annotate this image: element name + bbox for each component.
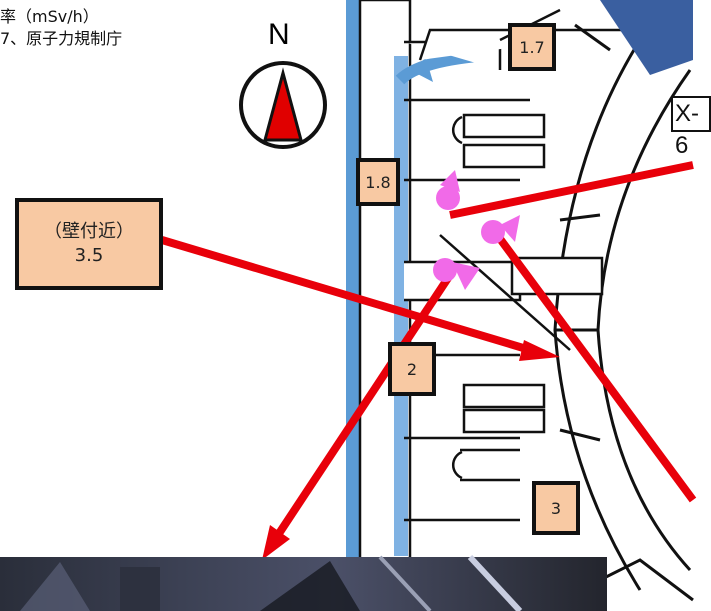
wall-value: 3.5: [74, 245, 104, 266]
direction-label: X-6: [671, 96, 711, 159]
compass-north-label: N: [268, 18, 290, 51]
caption-line-2: 7、原子力規制庁: [0, 29, 123, 48]
caption-line-1: 率（mSv/h）: [0, 7, 99, 26]
measurement-markers: [433, 170, 520, 290]
compass-icon: [239, 61, 327, 149]
vessel-wall: [553, 23, 694, 602]
dose-rate-caption: 率（mSv/h） 7、原子力規制庁: [0, 6, 122, 50]
reading-1-7: 1.7: [508, 23, 556, 71]
reading-1-8: 1.8: [356, 158, 400, 206]
reading-3: 3: [532, 481, 580, 535]
plant-diagram: [160, 0, 697, 602]
photo-image: [20, 554, 523, 611]
wall-label: （壁付近）: [44, 221, 134, 242]
reading-arrows: [160, 161, 697, 560]
inspection-photo: [0, 554, 607, 611]
reading-wall-3-5: （壁付近） 3.5: [15, 198, 163, 290]
reading-2: 2: [388, 342, 436, 396]
pipe-top-right: [600, 0, 693, 75]
building-structure: [404, 8, 640, 522]
